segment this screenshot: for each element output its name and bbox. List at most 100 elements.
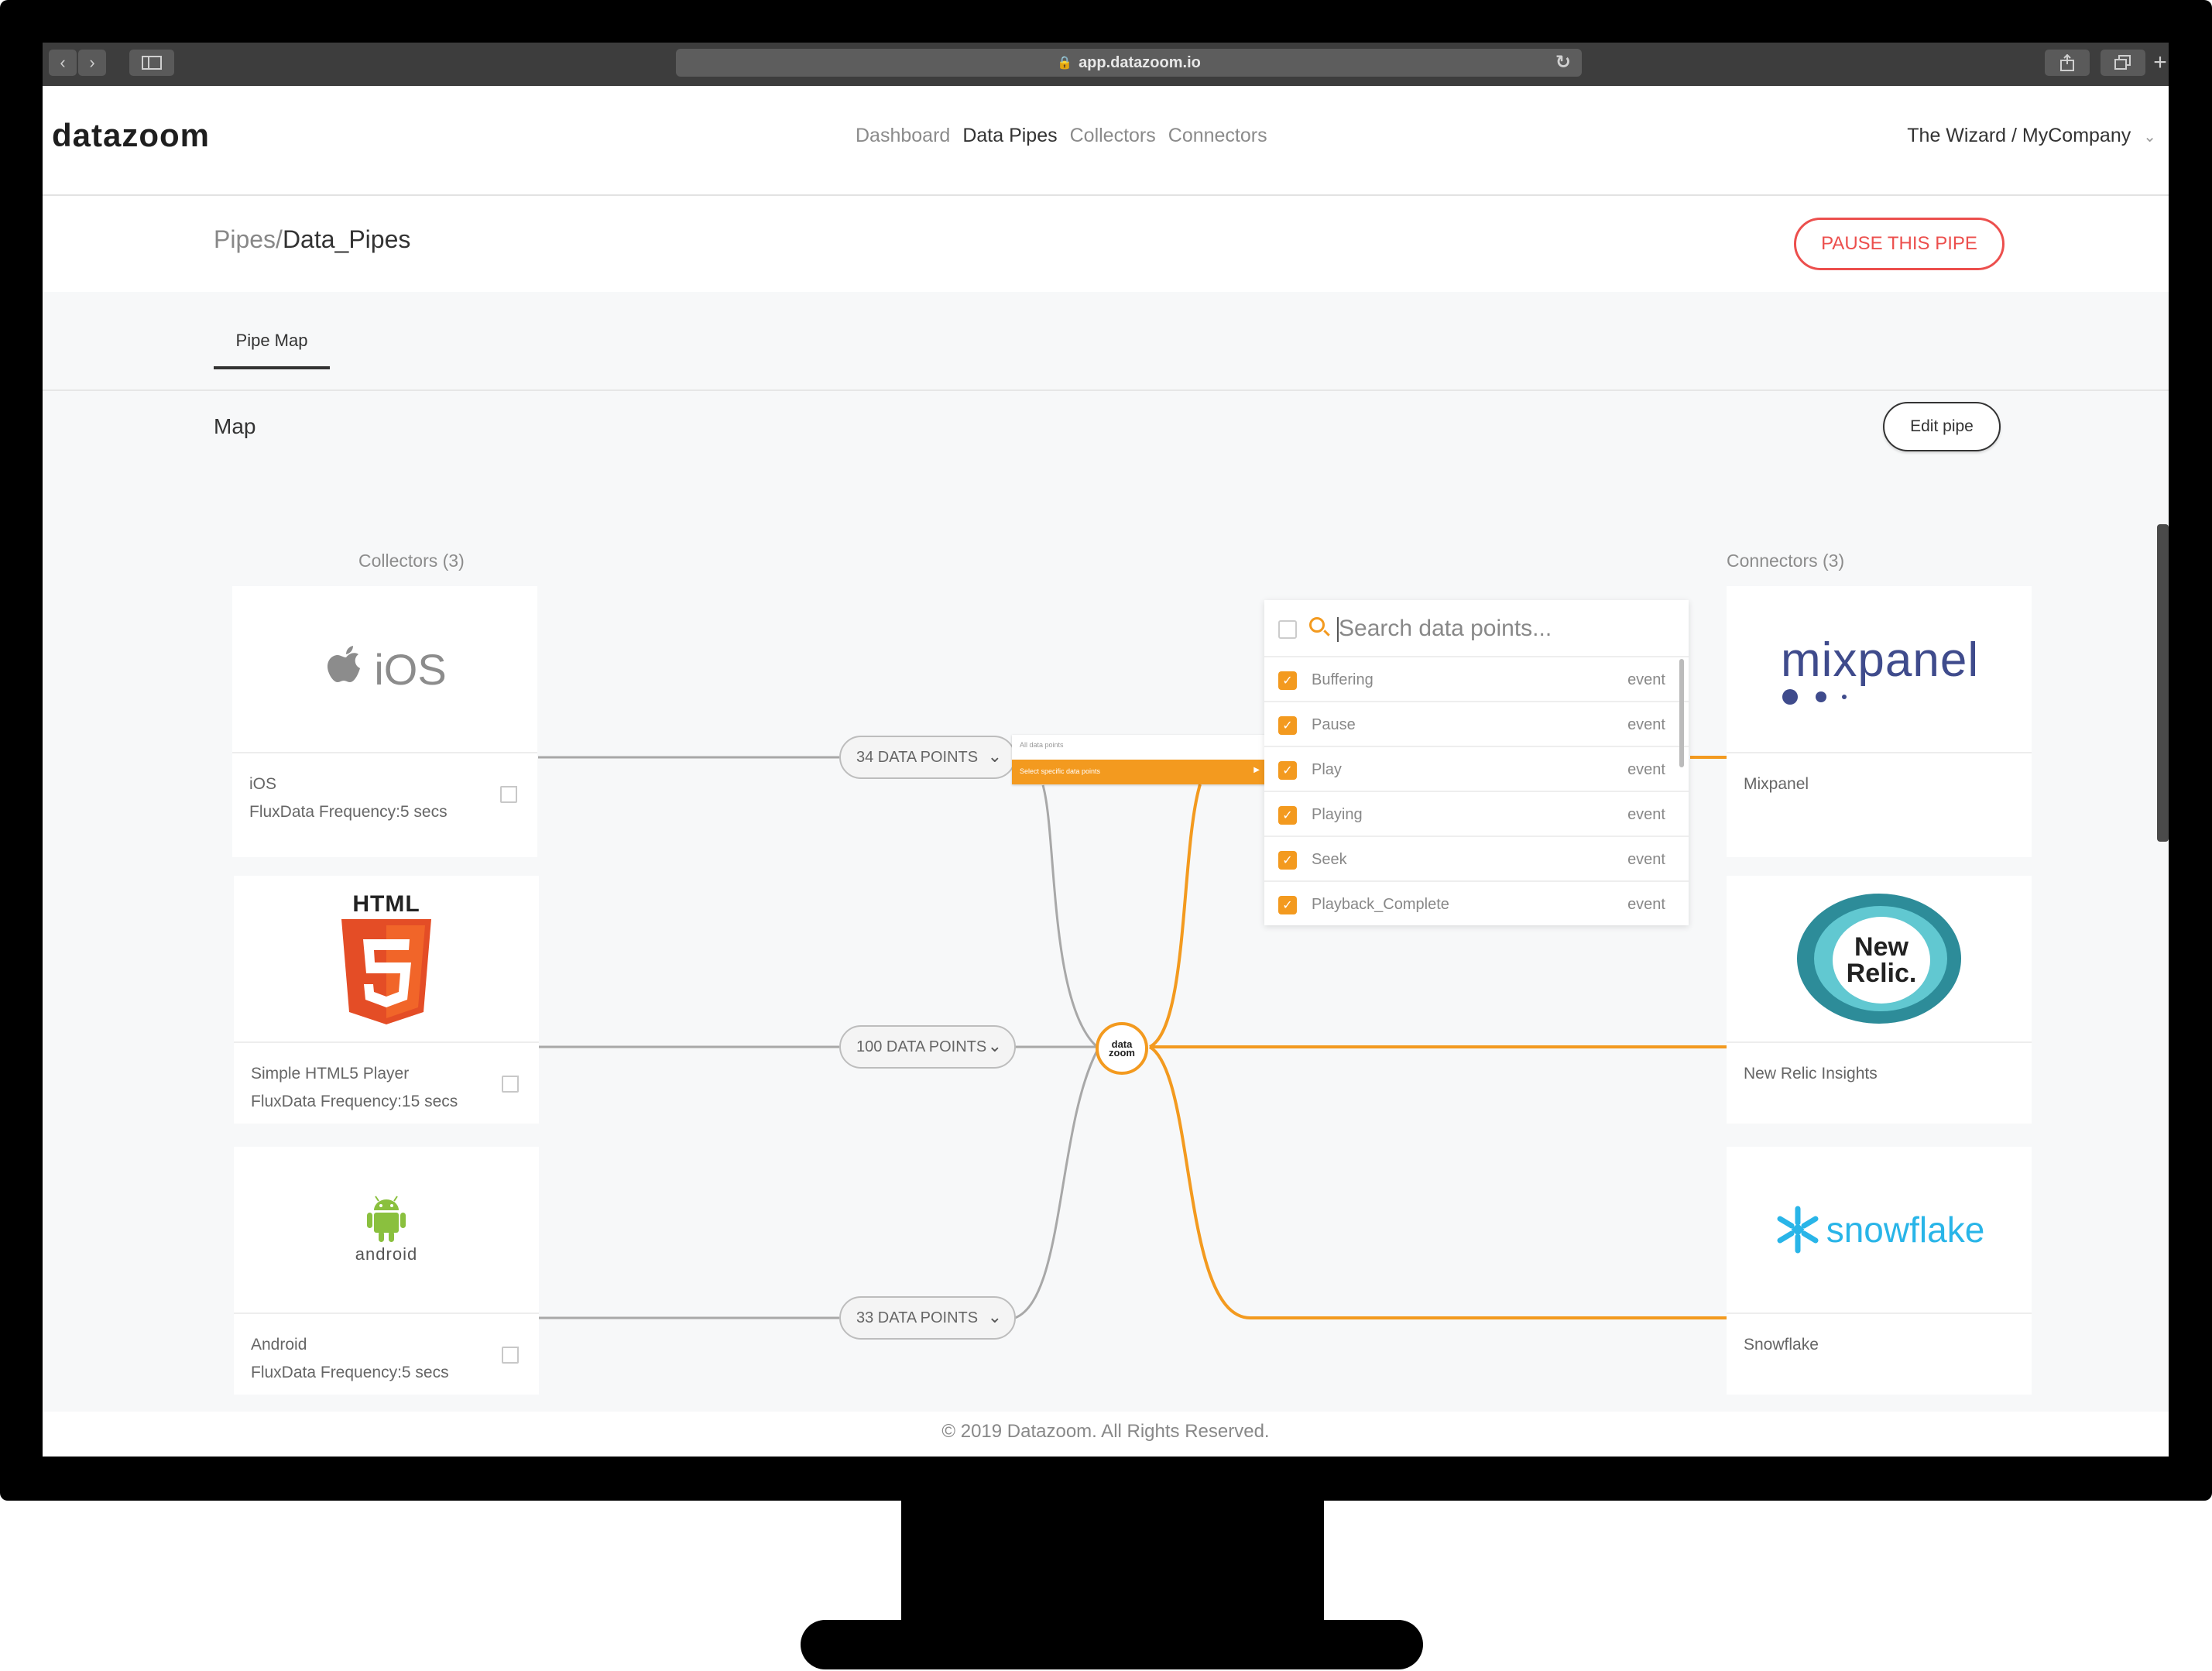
checkbox-checked-icon[interactable]: ✓ xyxy=(1278,716,1297,735)
data-point-row[interactable]: ✓ Play event xyxy=(1264,747,1689,792)
forward-icon: › xyxy=(89,53,95,72)
snowflake-logo-text: snowflake xyxy=(1826,1210,1985,1250)
tabs-overview-button[interactable] xyxy=(2101,50,2145,76)
account-menu[interactable]: The Wizard / MyCompany⌄ xyxy=(1907,125,2156,147)
checkbox-checked-icon[interactable]: ✓ xyxy=(1278,671,1297,690)
snowflake-link-curve xyxy=(1148,1045,1727,1319)
option-all-data-points[interactable]: All data points xyxy=(1020,741,1064,749)
nav-data-pipes[interactable]: Data Pipes xyxy=(962,125,1058,146)
connector-name: New Relic Insights xyxy=(1744,1065,1878,1083)
data-point-label: Seek xyxy=(1312,851,1347,868)
data-point-row[interactable]: ✓ Playback_Complete event xyxy=(1264,882,1689,925)
snowflake-logo-area: snowflake xyxy=(1727,1147,2032,1314)
android-logo-area: android xyxy=(234,1147,539,1314)
back-button[interactable]: ‹ xyxy=(49,50,77,76)
lock-icon: 🔒 xyxy=(1057,57,1073,70)
data-point-row[interactable]: ✓ Buffering event xyxy=(1264,657,1689,702)
pause-pipe-button[interactable]: PAUSE THIS PIPE xyxy=(1794,218,2005,270)
panel-scrollbar[interactable] xyxy=(1679,659,1684,767)
option-select-specific[interactable]: Select specific data points ▶ xyxy=(1012,760,1267,784)
checkbox-checked-icon[interactable]: ✓ xyxy=(1278,896,1297,914)
main-nav: Dashboard Data Pipes Collectors Connecto… xyxy=(856,125,1267,147)
tab-pipe-map[interactable]: Pipe Map xyxy=(214,315,330,369)
newrelic-logo-area: New Relic. xyxy=(1727,876,2032,1043)
checkbox-checked-icon[interactable]: ✓ xyxy=(1278,761,1297,780)
collector-frequency: FluxData Frequency:15 secs xyxy=(251,1093,458,1110)
newrelic-logo-text-1: New xyxy=(1854,932,1908,962)
data-point-type: event xyxy=(1627,761,1665,778)
ios-hub-curve xyxy=(1041,784,1098,1048)
search-input[interactable]: Search data points... xyxy=(1336,616,1552,642)
page-scrollbar[interactable] xyxy=(2157,524,2169,842)
data-point-label: Playing xyxy=(1312,806,1363,823)
share-icon xyxy=(2060,54,2074,71)
new-tab-button[interactable]: + xyxy=(2152,50,2169,76)
page-header: Pipes/Data_Pipes PAUSE THIS PIPE xyxy=(43,196,2169,292)
connector-card-mixpanel[interactable]: mixpanel Mixpanel xyxy=(1727,586,2032,857)
external-link-icon[interactable] xyxy=(500,786,517,803)
plus-icon: + xyxy=(2153,50,2167,75)
mixpanel-logo-text: mixpanel xyxy=(1781,633,1980,687)
select-all-checkbox[interactable] xyxy=(1278,620,1297,639)
collector-card-android[interactable]: android Android FluxData Frequency:5 sec… xyxy=(234,1147,539,1395)
edit-pipe-button[interactable]: Edit pipe xyxy=(1883,402,2001,451)
pipe-map-content: Pipe Map Map Edit pipe Collectors (3) Co… xyxy=(43,292,2169,1412)
data-point-label: Buffering xyxy=(1312,671,1373,688)
data-points-search: Search data points... xyxy=(1264,600,1689,657)
account-name: The Wizard / MyCompany xyxy=(1907,125,2131,146)
collector-frequency: FluxData Frequency:5 secs xyxy=(249,803,448,821)
collector-card-html5[interactable]: HTML Simple HTML5 Player FluxData Freque… xyxy=(234,876,539,1124)
data-point-label: Pause xyxy=(1312,716,1356,733)
collector-card-ios[interactable]: iOS iOS FluxData Frequency:5 secs xyxy=(232,586,537,857)
forward-button[interactable]: › xyxy=(78,50,106,76)
url-text: app.datazoom.io xyxy=(1079,53,1201,71)
sidebar-toggle-button[interactable] xyxy=(129,50,174,76)
monitor-stand-neck xyxy=(901,1499,1324,1629)
mixpanel-dots-icon xyxy=(1782,688,1847,705)
sidebar-icon xyxy=(142,56,162,70)
ios-logo-area: iOS xyxy=(232,586,537,753)
android-hub-curve xyxy=(1014,1050,1099,1319)
tabs-icon xyxy=(2114,55,2131,70)
chevron-down-icon: ⌄ xyxy=(987,746,1002,766)
android-logo-text: android xyxy=(355,1244,418,1264)
checkbox-checked-icon[interactable]: ✓ xyxy=(1278,806,1297,825)
reload-icon[interactable]: ↻ xyxy=(1555,52,1571,73)
data-points-count: 100 DATA POINTS xyxy=(856,1038,987,1055)
share-button[interactable] xyxy=(2045,50,2090,76)
collectors-heading: Collectors (3) xyxy=(358,551,465,571)
breadcrumb-current: Data_Pipes xyxy=(282,225,411,253)
connector-name: Mixpanel xyxy=(1744,775,1809,793)
option-label: Select specific data points xyxy=(1020,767,1101,775)
nav-dashboard[interactable]: Dashboard xyxy=(856,125,951,146)
ios-data-points-pill[interactable]: 34 DATA POINTS ⌄ xyxy=(839,736,1016,779)
brand-logo[interactable]: datazoom xyxy=(52,117,211,153)
connector-name: Snowflake xyxy=(1744,1336,1819,1354)
external-link-icon[interactable] xyxy=(502,1347,519,1364)
data-point-row[interactable]: ✓ Pause event xyxy=(1264,702,1689,747)
caret-right-icon: ▶ xyxy=(1253,766,1260,774)
app-header: datazoom Dashboard Data Pipes Collectors… xyxy=(43,86,2169,196)
data-points-dropdown: All data points Select specific data poi… xyxy=(1012,735,1267,784)
html5-data-points-pill[interactable]: 100 DATA POINTS⌄ xyxy=(839,1025,1016,1069)
snowflake-icon xyxy=(1777,1206,1819,1254)
connector-card-newrelic[interactable]: New Relic. New Relic Insights xyxy=(1727,876,2032,1124)
data-points-count: 34 DATA POINTS xyxy=(856,748,979,766)
data-point-label: Playback_Complete xyxy=(1312,896,1449,913)
data-point-row[interactable]: ✓ Playing event xyxy=(1264,792,1689,837)
address-bar[interactable]: 🔒 app.datazoom.io ↻ xyxy=(676,49,1582,77)
nav-collectors[interactable]: Collectors xyxy=(1069,125,1156,146)
screen: ‹ › 🔒 app.datazoom.io ↻ + datazoom Dashb… xyxy=(43,43,2169,1457)
connectors-heading: Connectors (3) xyxy=(1727,551,1845,571)
android-data-points-pill[interactable]: 33 DATA POINTS⌄ xyxy=(839,1296,1016,1340)
checkbox-checked-icon[interactable]: ✓ xyxy=(1278,851,1297,870)
data-point-row[interactable]: ✓ Seek event xyxy=(1264,837,1689,882)
nav-connectors[interactable]: Connectors xyxy=(1168,125,1267,146)
connector-card-snowflake[interactable]: snowflake Snowflake xyxy=(1727,1147,2032,1395)
ios-logo-text: iOS xyxy=(374,644,447,694)
external-link-icon[interactable] xyxy=(502,1076,519,1093)
breadcrumb-pipes[interactable]: Pipes/ xyxy=(214,225,283,253)
tab-bar: Pipe Map xyxy=(43,292,2169,391)
